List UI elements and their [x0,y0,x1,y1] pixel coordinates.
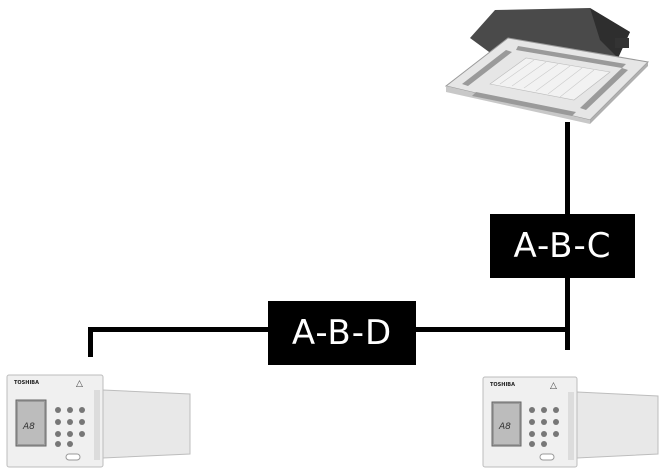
link-label-a-b-d: A-B-D [268,301,416,365]
remote-display-left: A8 [23,422,35,432]
svg-text:△: △ [550,381,557,391]
svg-text:△: △ [76,379,83,389]
link-label-a-b-c: A-B-C [490,214,635,278]
wire-left-drop [88,327,93,357]
remote-body: △ [6,374,192,468]
remote-controller-right: △ TOSHIBA A8 [482,376,660,468]
remote-controller-left: △ TOSHIBA A8 [6,374,192,468]
remote-display-right: A8 [499,422,511,432]
cassette-indoor-unit [440,8,660,130]
remote-brand-right: TOSHIBA [490,382,515,388]
remote-brand-left: TOSHIBA [14,380,39,386]
